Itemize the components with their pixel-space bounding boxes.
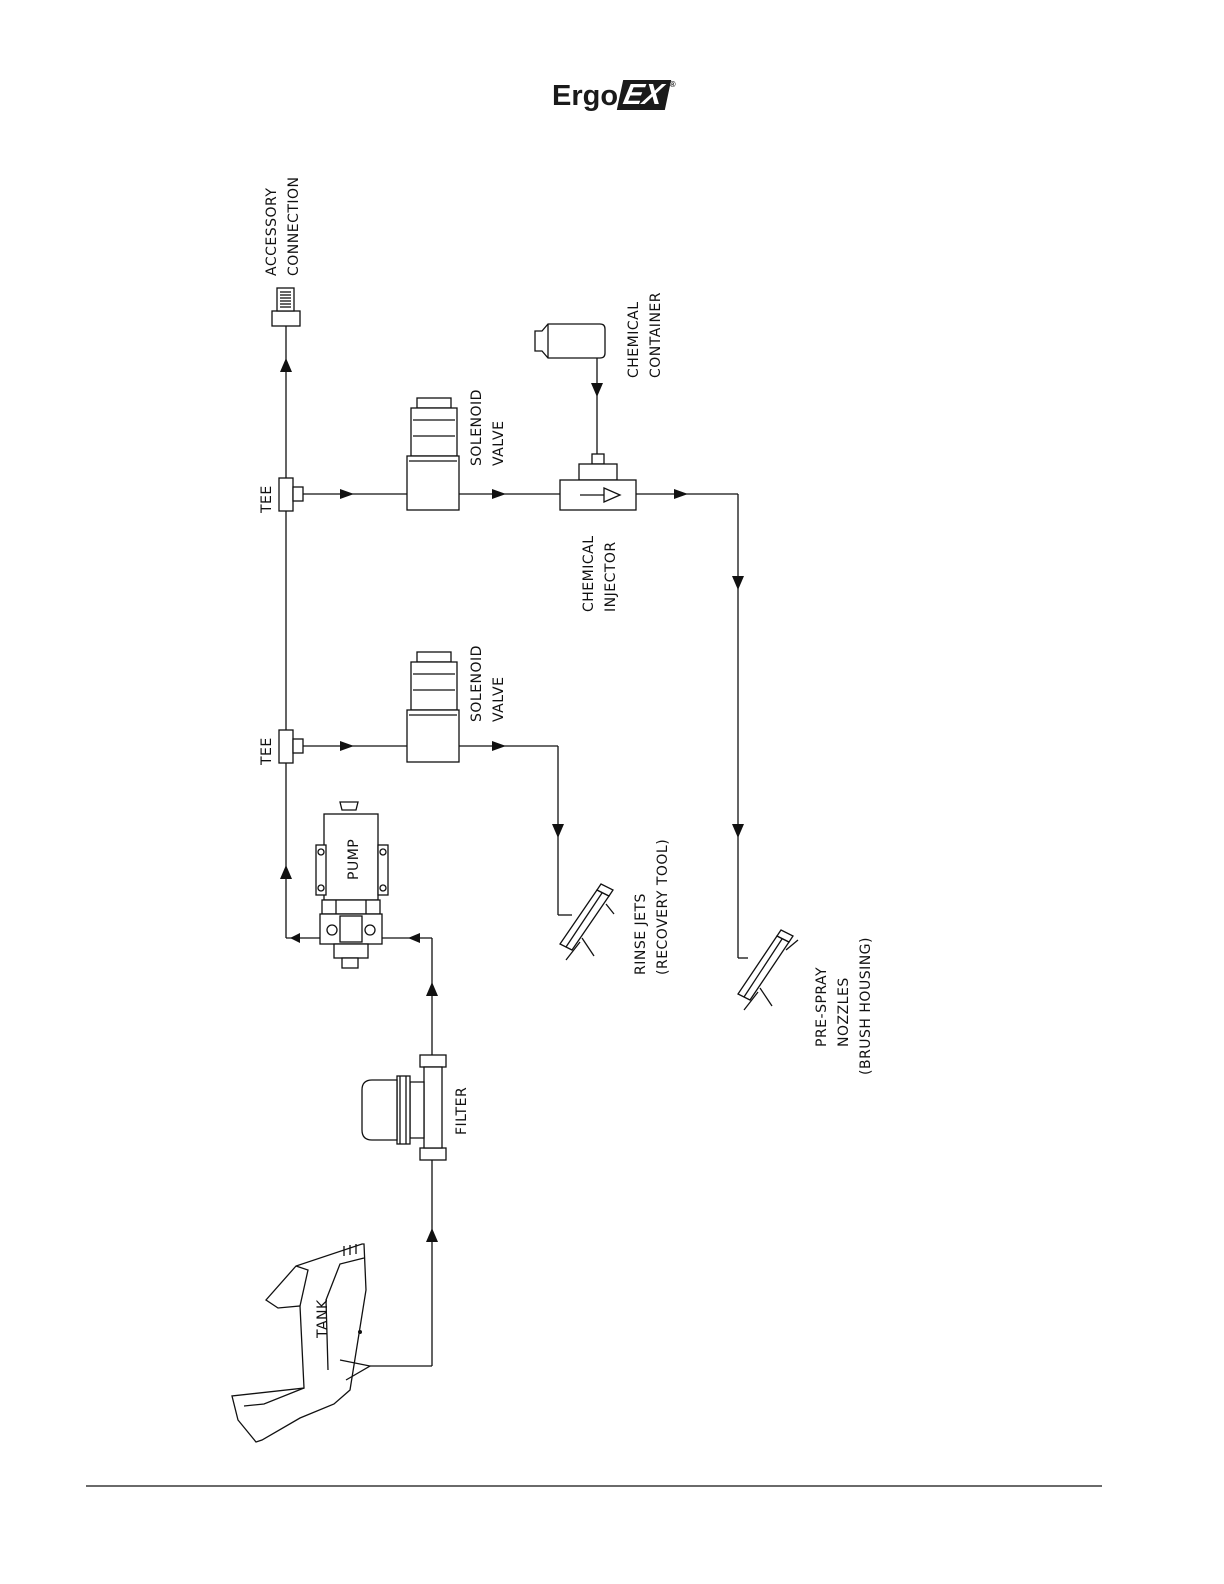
solenoid-valve-lower-icon [407, 652, 459, 762]
solenoid-lower-label-1: SOLENOID [469, 645, 485, 722]
arrow-right-icon [492, 489, 506, 499]
pre-spray-label-1: PRE-SPRAY [814, 967, 830, 1047]
pre-spray-nozzles-icon [738, 930, 798, 1010]
solenoid-upper-label-2: VALVE [491, 421, 507, 466]
arrow-left-icon [408, 933, 420, 943]
tank-label: TANK [315, 1299, 331, 1339]
solenoid-valve-upper-icon [407, 398, 459, 510]
chemical-container-label-2: CONTAINER [648, 292, 664, 378]
chemical-container-label-1: CHEMICAL [626, 301, 642, 378]
tee-upper-label: TEE [259, 485, 275, 514]
accessory-label-2: CONNECTION [286, 176, 302, 276]
tee-fitting-upper-icon [279, 478, 303, 511]
arrow-up-icon [426, 1228, 438, 1242]
filter-icon [362, 1055, 446, 1160]
arrow-right-icon [340, 741, 354, 751]
arrow-down-icon [591, 383, 603, 397]
accessory-connection-icon [272, 288, 300, 326]
arrow-left-icon [290, 933, 300, 943]
arrow-right-icon [492, 741, 506, 751]
accessory-label-1: ACCESSORY [264, 188, 280, 276]
tank-icon [232, 1244, 370, 1442]
arrow-right-icon [674, 489, 688, 499]
chemical-injector-label-2: INJECTOR [603, 541, 619, 612]
arrow-up-icon [426, 982, 438, 996]
flow-arrows [280, 358, 744, 1242]
chemical-container-icon [535, 324, 605, 358]
arrow-down-icon [552, 824, 564, 838]
arrow-down-icon [732, 576, 744, 590]
pump-icon [316, 802, 388, 968]
chemical-injector-icon [560, 454, 636, 510]
solenoid-upper-label-1: SOLENOID [469, 389, 485, 466]
arrow-right-icon [340, 489, 354, 499]
tee-lower-label: TEE [259, 737, 275, 766]
pre-spray-label-2: NOZZLES [836, 977, 852, 1047]
arrow-down-icon [732, 824, 744, 838]
pre-spray-label-3: (BRUSH HOUSING) [858, 937, 874, 1075]
arrow-up-icon [280, 358, 292, 372]
rinse-jets-label-2: (RECOVERY TOOL) [655, 839, 671, 975]
rinse-jets-icon [560, 884, 614, 960]
pump-label: PUMP [346, 839, 362, 880]
tee-fitting-lower-icon [279, 730, 303, 763]
filter-label: FILTER [454, 1087, 470, 1135]
chemical-injector-label-1: CHEMICAL [581, 535, 597, 612]
rinse-jets-label-1: RINSE JETS [633, 893, 649, 975]
arrow-up-icon [280, 865, 292, 879]
solenoid-lower-label-2: VALVE [491, 677, 507, 722]
